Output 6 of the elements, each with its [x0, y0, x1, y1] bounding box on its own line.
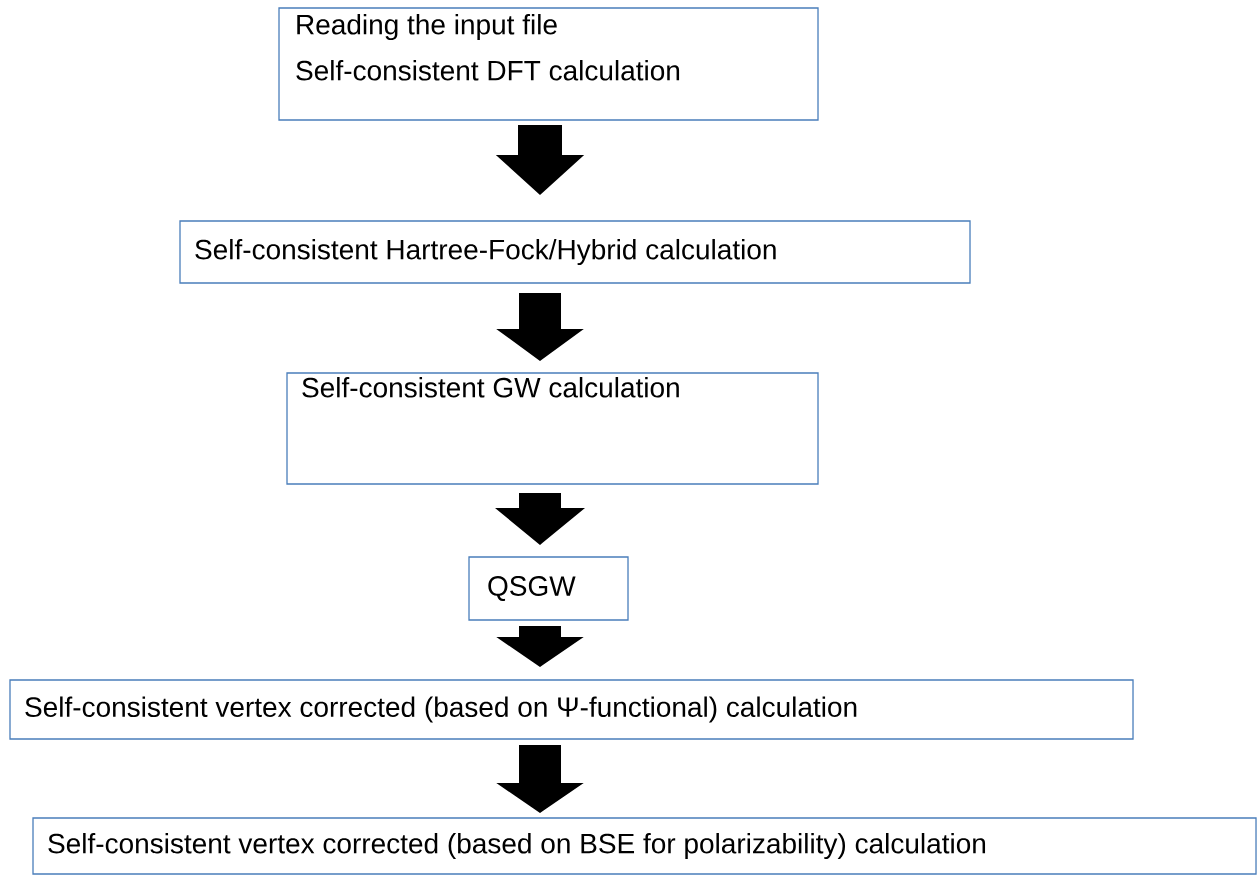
process-box: Self-consistent Hartree-Fock/Hybrid calculation: [179, 220, 971, 284]
process-box: QSGW: [468, 556, 629, 621]
process-box: Self-consistent vertex corrected (based on Ψ-functional) calculation: [9, 679, 1134, 740]
process-box: Self-consistent vertex corrected (based on BSE for polarizability) calculation: [32, 817, 1257, 875]
process-box: Self-consistent GW calculation: [286, 372, 819, 485]
process-box: Reading the input file Self-consistent DFT calculation: [278, 7, 819, 121]
